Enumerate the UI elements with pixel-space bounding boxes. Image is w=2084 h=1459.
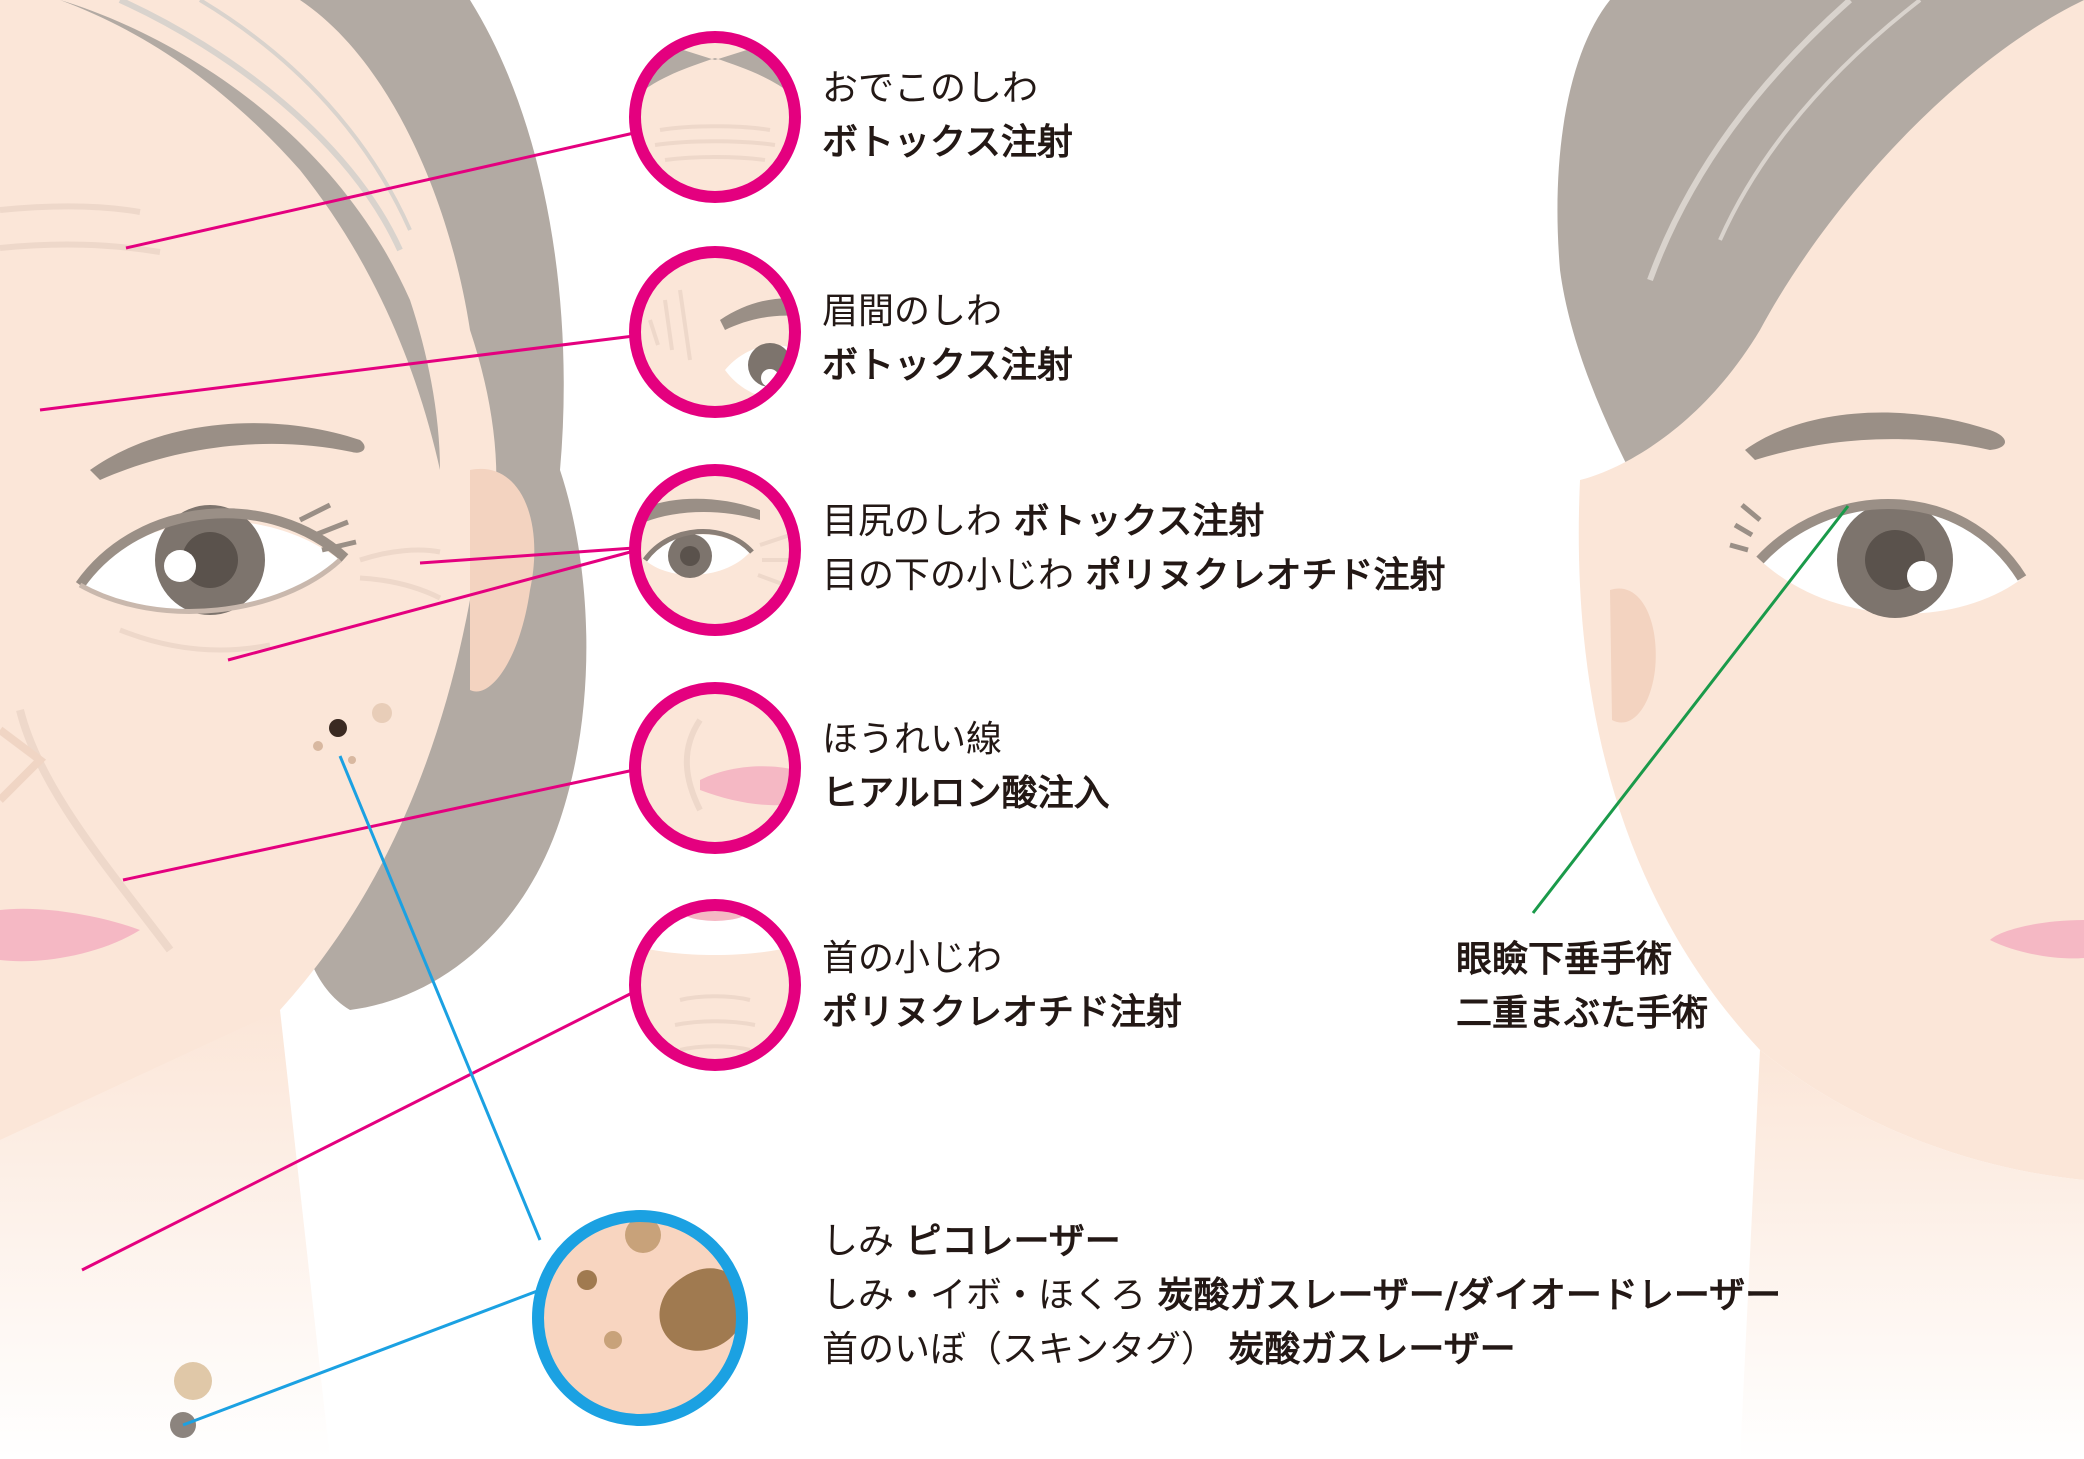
callout-forehead-wrinkles (629, 31, 801, 203)
glabella-condition: 眉間のしわ (822, 291, 1003, 332)
neck-treatment: ポリヌクレオチド注射 (822, 992, 1183, 1033)
label-eye-wrinkles: 目尻のしわ ボトックス注射 目の下の小じわ ポリヌクレオチド注射 (822, 495, 1445, 603)
right-eyebrow (1745, 412, 2005, 460)
right-lips (1990, 920, 2084, 959)
callout-neck-wrinkles (629, 899, 801, 1071)
nasolabial-condition: ほうれい線 (822, 719, 1003, 760)
double-eyelid-surgery: 二重まぶた手術 (1456, 993, 1709, 1034)
eye-corner-treatment: ボトックス注射 (1013, 501, 1265, 542)
label-neck-wrinkles: 首の小じわ ポリヌクレオチド注射 (822, 932, 1182, 1040)
spots-treatment-2: 炭酸ガスレーザー/ダイオードレーザー (1157, 1275, 1782, 1316)
label-skin-spots: しみ ピコレーザー しみ・イボ・ほくろ 炭酸ガスレーザー/ダイオードレーザー 首… (822, 1215, 1781, 1377)
glabella-treatment: ボトックス注射 (822, 345, 1073, 386)
callout-nasolabial-fold (629, 682, 801, 854)
under-eye-treatment: ポリヌクレオチド注射 (1085, 555, 1446, 596)
spots-treatment-1: ピコレーザー (905, 1221, 1121, 1262)
spots-treatment-3: 炭酸ガスレーザー (1228, 1329, 1516, 1370)
eye-corner-condition: 目尻のしわ (822, 501, 1003, 542)
label-eyelid-surgery: 眼瞼下垂手術 二重まぶた手術 (1456, 933, 1708, 1041)
callout-skin-spots (532, 1210, 748, 1426)
under-eye-condition: 目の下の小じわ (822, 555, 1075, 596)
left-lips (0, 908, 140, 962)
eyelid-ptosis-surgery: 眼瞼下垂手術 (1456, 939, 1673, 980)
left-eye (75, 502, 357, 615)
left-eyebrow (90, 423, 365, 480)
label-forehead-wrinkles: おでこのしわ ボトックス注射 (822, 62, 1073, 170)
leader-lines (39, 131, 1850, 1427)
callout-glabella-wrinkles (629, 246, 801, 418)
forehead-treatment: ボトックス注射 (822, 122, 1073, 163)
label-glabella-wrinkles: 眉間のしわ ボトックス注射 (822, 285, 1073, 393)
spots-condition-2: しみ・イボ・ほくろ (822, 1275, 1147, 1316)
spots-condition-1: しみ (822, 1221, 895, 1262)
left-face-illustration (0, 0, 600, 1459)
forehead-condition: おでこのしわ (822, 68, 1039, 109)
nasolabial-treatment: ヒアルロン酸注入 (822, 773, 1110, 814)
neck-condition: 首の小じわ (822, 938, 1003, 979)
spots-condition-3: 首のいぼ（スキンタグ） (822, 1329, 1217, 1370)
callout-eye-wrinkles (629, 464, 801, 636)
label-nasolabial-fold: ほうれい線 ヒアルロン酸注入 (822, 713, 1110, 821)
right-eye (1729, 499, 2027, 618)
